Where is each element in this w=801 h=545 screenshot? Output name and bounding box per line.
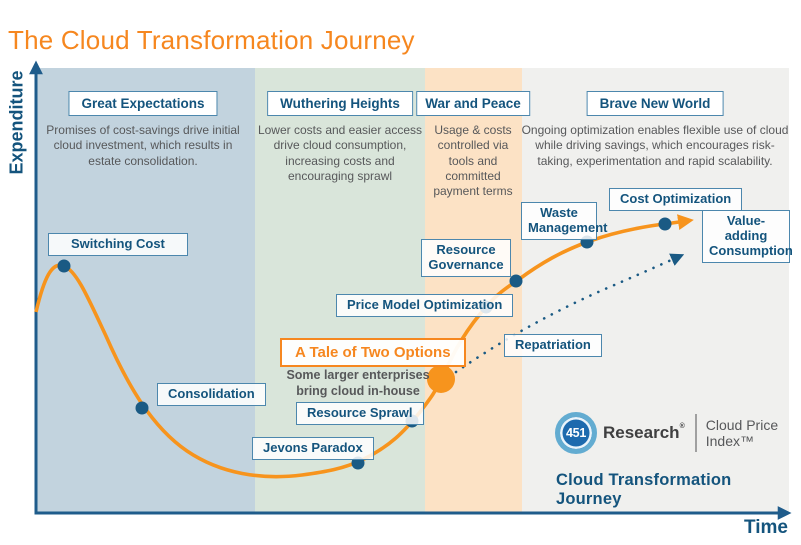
milestone-price-model-optimization: Price Model Optimization xyxy=(336,294,514,317)
milestone-repatriation: Repatriation xyxy=(504,334,602,357)
milestone-waste-management: Waste Management xyxy=(521,202,607,240)
milestone-jevons-paradox: Jevons Paradox xyxy=(252,437,374,460)
phase-title-wuthering-heights: Wuthering Heights xyxy=(267,91,413,116)
logo-caption: Cloud Transformation Journey xyxy=(556,471,732,508)
phase-title-brave-new-world: Brave New World xyxy=(586,91,724,116)
milestone-switching-cost: Switching Cost xyxy=(48,233,188,256)
page-title: The Cloud Transformation Journey xyxy=(8,25,415,56)
451-research-logo: 451 Research® Cloud Price Index™ xyxy=(555,412,778,454)
logo-divider xyxy=(694,414,697,452)
milestone-value-adding-consumption: Value-adding Consumption xyxy=(702,210,793,263)
milestone-resource-sprawl: Resource Sprawl xyxy=(296,402,424,425)
x-axis-label: Time xyxy=(744,517,789,538)
phase-desc-brave-new-world: Ongoing optimization enables flexible us… xyxy=(521,123,789,168)
451-logo-icon: 451 xyxy=(555,412,597,454)
logo-name: Research® xyxy=(603,423,685,442)
registered-mark: ® xyxy=(679,423,685,430)
phase-title-war-and-peace: War and Peace xyxy=(416,91,530,116)
logo-product-name: Cloud Price Index™ xyxy=(705,416,779,449)
milestone-consolidation: Consolidation xyxy=(157,383,266,406)
y-axis-label: Expenditure xyxy=(6,70,27,175)
callout-note: Some larger enterprises bring cloud in-h… xyxy=(286,368,430,398)
milestone-resource-governance: Resource Governance xyxy=(421,239,511,277)
phase-desc-war-and-peace: Usage & costs controlled via tools and c… xyxy=(433,123,513,199)
milestone-cost-optimization: Cost Optimization xyxy=(609,188,743,211)
phase-title-great-expectations: Great Expectations xyxy=(68,91,218,116)
phase-desc-great-expectations: Promises of cost-savings drive initial c… xyxy=(46,123,240,168)
phase-desc-wuthering-heights: Lower costs and easier access drive clou… xyxy=(257,123,423,184)
callout-tale-of-two-options: A Tale of Two Options xyxy=(280,338,466,367)
